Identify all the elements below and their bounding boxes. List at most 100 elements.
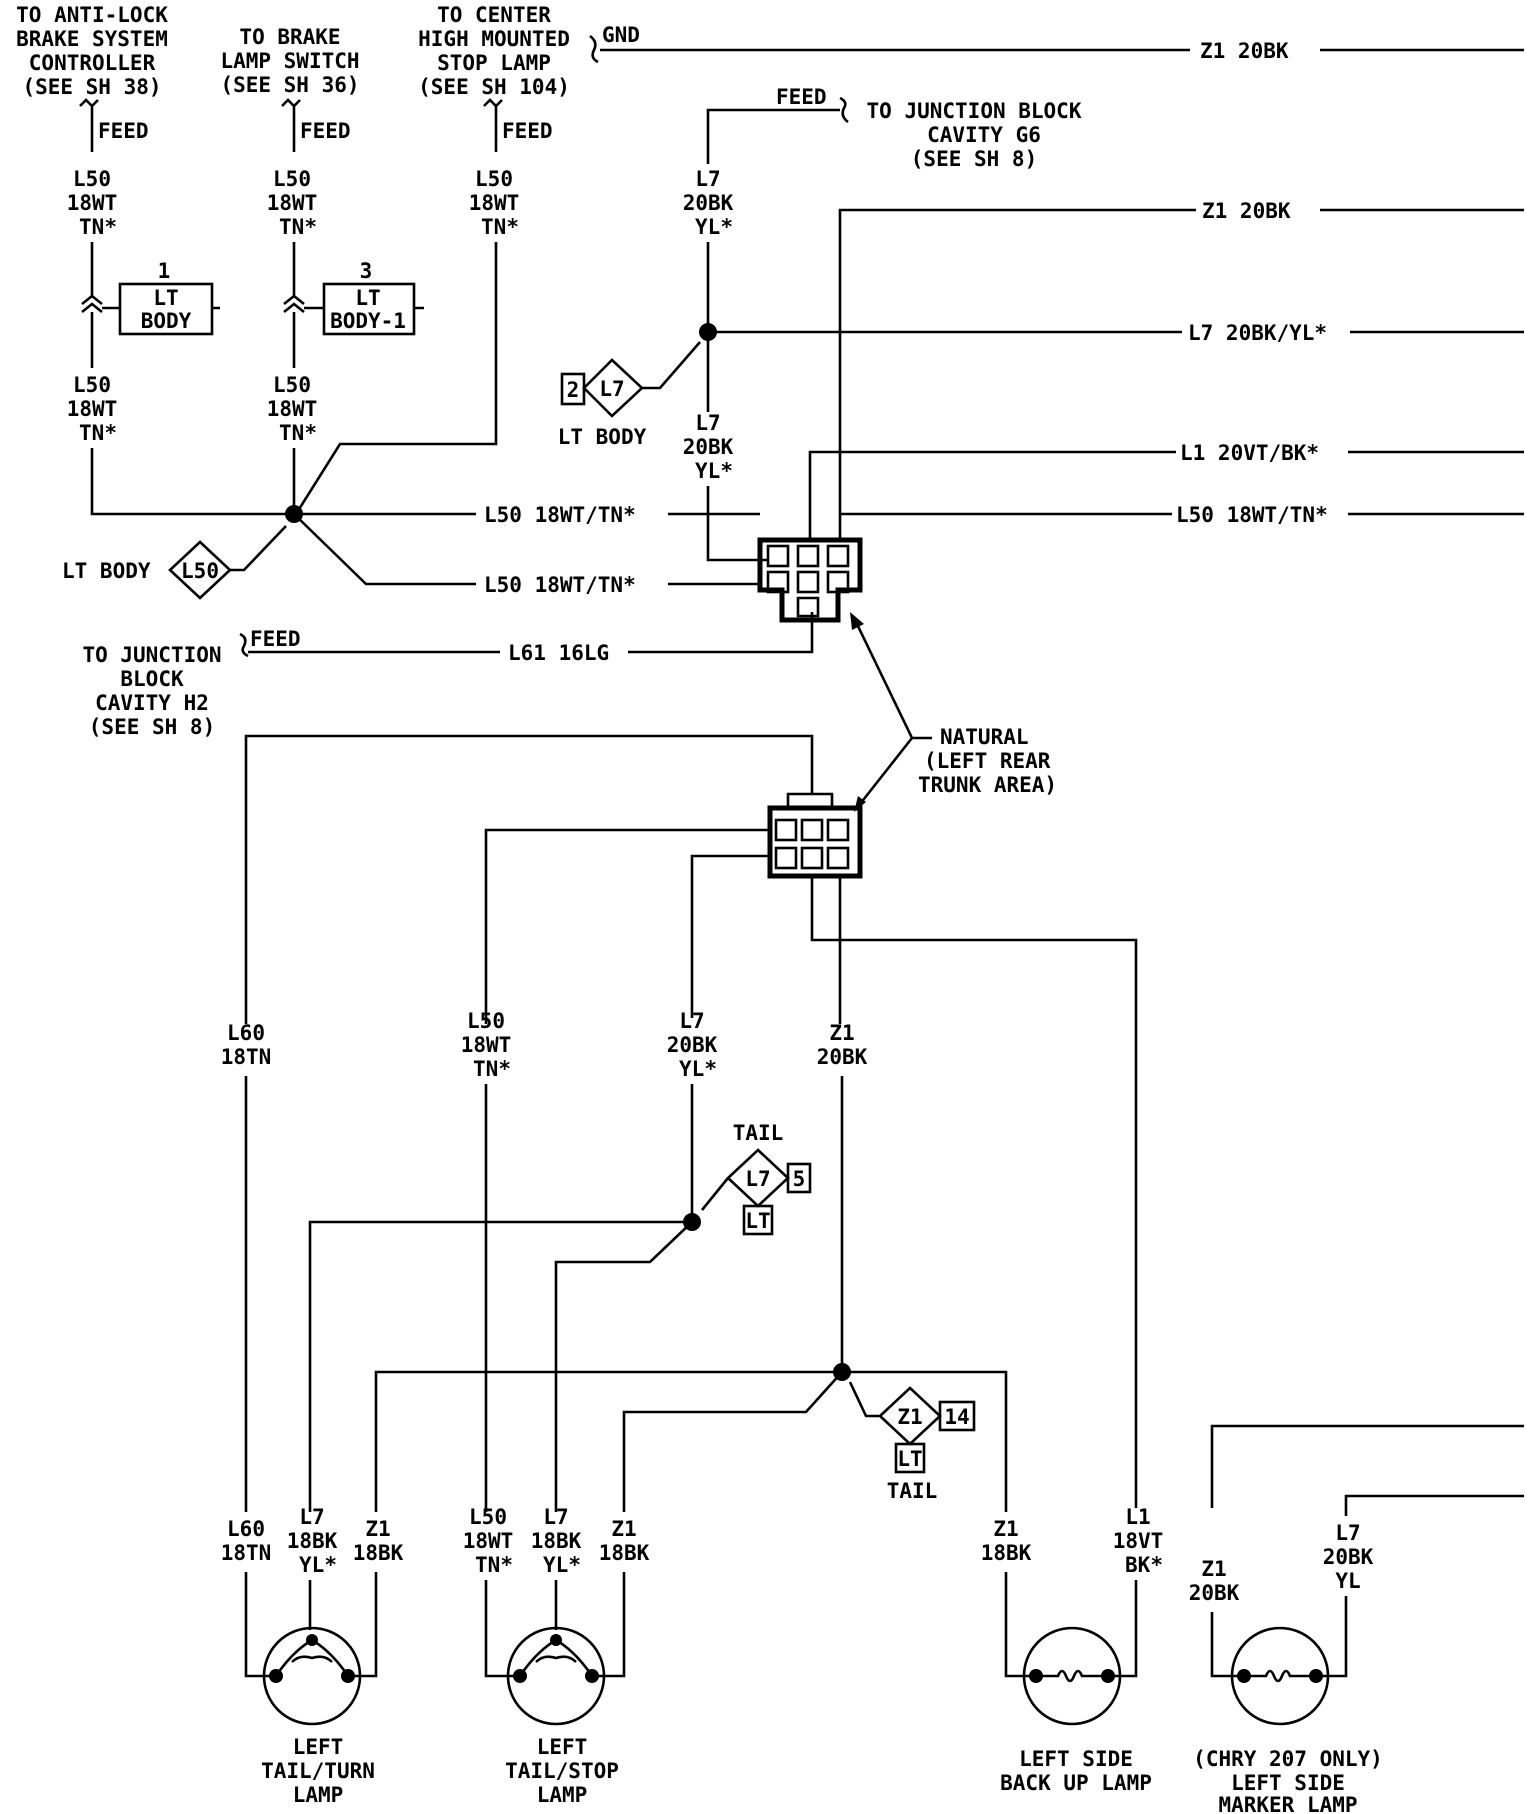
wire-code: Z1 — [829, 1021, 854, 1045]
l7-tail-branch-1 — [308, 1220, 692, 1512]
splice-number: 5 — [793, 1167, 806, 1191]
wire-code: L50 — [273, 373, 311, 397]
right-wire-z1-second: Z1 20BK — [1202, 199, 1291, 223]
wire-code: L60 — [227, 1517, 265, 1541]
connector-lt-body-1: 3 LT BODY-1 — [304, 259, 424, 336]
lamp-name-line-1: LEFT SIDE — [1019, 1747, 1133, 1771]
marker-wire-labels: Z1 20BK L7 20BK YL — [1189, 1521, 1374, 1605]
lamp-name-line-2: TAIL/TURN — [261, 1759, 375, 1783]
splice-label: LT BODY — [558, 425, 647, 449]
gnd-label: GND — [602, 23, 640, 47]
wire-tracer: YL* — [543, 1553, 581, 1577]
g6-feed-bracket — [839, 96, 849, 124]
wire-code: Z1 — [611, 1517, 636, 1541]
wire-code: Z1 — [1201, 1557, 1226, 1581]
tail-stop-lamp-label: LEFT TAIL/STOP LAMP — [505, 1735, 619, 1807]
jb-h2-line-4: (SEE SH 8) — [89, 715, 215, 739]
l50-to-low-wire — [293, 513, 476, 586]
abs-ref-line-3: CONTROLLER — [29, 51, 156, 75]
splice-sub: LT — [897, 1447, 922, 1471]
wire-gauge-color: 18WT — [469, 191, 520, 215]
wire-code: L50 — [469, 1505, 507, 1529]
z1-tail-branch-right — [842, 1370, 1008, 1512]
splice-tail-l7: TAIL L7 5 LT — [700, 1121, 812, 1236]
chmsl-feed-label: FEED — [502, 119, 553, 143]
wire-gauge-color: 20BK — [1323, 1545, 1374, 1569]
abs-ref-line-4: (SEE SH 38) — [22, 75, 161, 99]
lamp-name-line-1: LEFT — [293, 1735, 344, 1759]
lamp-name-line-2: TAIL/STOP — [505, 1759, 619, 1783]
wire-gauge-color: 18BK — [531, 1529, 582, 1553]
brake-ref-line-2: LAMP SWITCH — [220, 49, 359, 73]
right-wire-l1: L1 20VT/BK* — [1180, 441, 1319, 465]
wire-code: L7 — [679, 1009, 704, 1033]
wire-gauge-color: 18WT — [267, 397, 318, 421]
lt-body-label: LT BODY — [62, 559, 151, 583]
l61-label: L61 16LG — [508, 641, 609, 665]
marker-lamp-label: (CHRY 207 ONLY) LEFT SIDE MARKER LAMP — [1193, 1747, 1383, 1814]
splice-code: L7 — [745, 1167, 770, 1191]
l7-wire-label-lower: L7 20BK YL* — [683, 411, 734, 483]
lamp-name-line-3: MARKER LAMP — [1218, 1793, 1357, 1814]
g6-feed-label: FEED — [776, 85, 827, 109]
splice-title: TAIL — [733, 1121, 784, 1145]
z1-tail-branch-left — [374, 1370, 842, 1512]
natural-line-3: TRUNK AREA) — [918, 773, 1057, 797]
brake-wire-label-lower: L50 18WT TN* — [267, 373, 318, 445]
wire-gauge-color: 18BK — [599, 1541, 650, 1565]
wire-tracer: YL* — [695, 215, 733, 239]
l50-mid-label: L50 18WT/TN* — [484, 503, 636, 527]
brake-ref-line-3: (SEE SH 36) — [220, 73, 359, 97]
natural-connector-label: NATURAL (LEFT REAR TRUNK AREA) — [850, 612, 1057, 812]
l60-mid-label: L60 18TN — [221, 1021, 272, 1069]
wire-code: L50 — [475, 167, 513, 191]
chmsl-wire — [294, 242, 498, 515]
splice-number: 2 — [567, 378, 580, 402]
jb-h2-line-2: BLOCK — [120, 667, 184, 691]
tail-turn-lamp-bulb — [262, 1626, 362, 1726]
l7-wire-label-upper: L7 20BK YL* — [683, 167, 734, 239]
connector-name-line-2: BODY — [141, 309, 192, 333]
upper-6way-connector — [757, 537, 863, 623]
chmsl-ref-line-3: STOP LAMP — [437, 51, 551, 75]
brake-feed-label: FEED — [300, 119, 351, 143]
brake-ref-line-1: TO BRAKE — [239, 25, 340, 49]
l60-harness-wire — [244, 734, 814, 1024]
marker-l7-wire — [1344, 1494, 1524, 1516]
splice-title: TAIL — [887, 1479, 938, 1503]
wire-gauge-color: 18BK — [981, 1541, 1032, 1565]
backup-lamp-label: LEFT SIDE BACK UP LAMP — [1000, 1747, 1152, 1795]
connector-pin-number: 1 — [158, 259, 171, 283]
chmsl-reference: TO CENTER HIGH MOUNTED STOP LAMP (SEE SH… — [418, 3, 570, 99]
wire-gauge-color: 20BK — [817, 1045, 868, 1069]
l50-low-label: L50 18WT/TN* — [484, 573, 636, 597]
wire-code: L7 — [543, 1505, 568, 1529]
jb-g6-line-2: CAVITY G6 — [927, 123, 1041, 147]
marker-lamp-bulb — [1230, 1626, 1330, 1726]
wire-tracer: BK* — [1125, 1553, 1163, 1577]
wire-code: L50 — [73, 373, 111, 397]
wire-code: Z1 — [365, 1517, 390, 1541]
z1-mid-harness-label: Z1 20BK — [817, 1021, 868, 1069]
tail-turn-lamp-label: LEFT TAIL/TURN LAMP — [261, 1735, 375, 1807]
splice-number: 14 — [944, 1405, 969, 1429]
wire-code: L50 — [273, 167, 311, 191]
right-wire-z1-top: Z1 20BK — [1200, 39, 1289, 63]
wire-code: L7 — [299, 1505, 324, 1529]
splice-code: Z1 — [897, 1405, 922, 1429]
jb-g6-reference: TO JUNCTION BLOCK CAVITY G6 (SEE SH 8) — [867, 99, 1082, 171]
wire-tracer: TN* — [481, 215, 519, 239]
wire-gauge-color: 18VT — [1113, 1529, 1164, 1553]
z1-second-wire — [838, 208, 1524, 540]
right-wire-l7: L7 20BK/YL* — [1188, 321, 1327, 345]
wire-code: Z1 — [993, 1517, 1018, 1541]
connector-lt-body: 1 LT BODY — [102, 259, 220, 336]
abs-wire-label-lower: L50 18WT TN* — [67, 373, 118, 445]
chmsl-ref-line-2: HIGH MOUNTED — [418, 27, 570, 51]
wire-gauge-color: 18WT — [463, 1529, 514, 1553]
wire-gauge-color: 18BK — [353, 1541, 404, 1565]
lamp-name-line-3: LAMP — [293, 1783, 344, 1807]
h2-feed-bracket — [239, 632, 249, 658]
wire-gauge-color: 18WT — [67, 397, 118, 421]
